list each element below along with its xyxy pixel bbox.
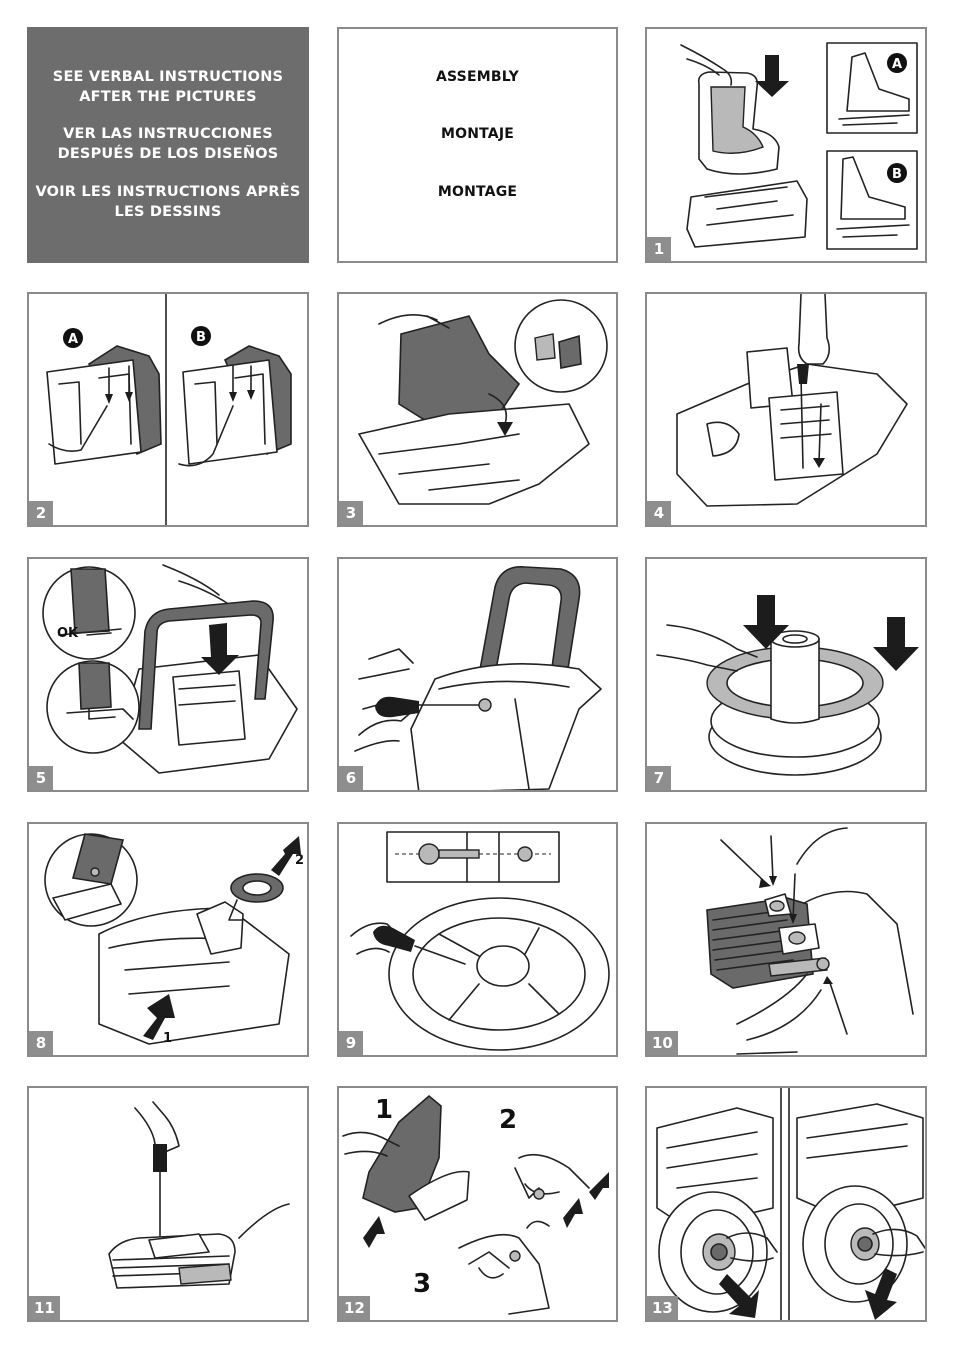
step-7-illustration xyxy=(656,595,919,776)
step2-label-b: B xyxy=(196,330,206,345)
down-arrow-icon xyxy=(873,617,919,671)
step-1-panel: A B 1 xyxy=(645,27,927,263)
step8-label-two: 2 xyxy=(295,853,304,868)
step-12-illustration: 1 2 3 xyxy=(342,1094,609,1315)
intro-spanish-line1: VER LAS INSTRUCCIONES xyxy=(63,126,273,142)
screwdriver-icon xyxy=(373,925,415,952)
step12-label-two: 2 xyxy=(499,1105,517,1135)
step5-label-ok: OK xyxy=(57,626,79,641)
step-3-illustration xyxy=(358,299,608,505)
screwdriver-icon xyxy=(153,1144,167,1172)
step-number-7: 7 xyxy=(647,766,671,790)
step-8-panel: 2 1 8 xyxy=(27,822,309,1057)
step-number-1: 1 xyxy=(647,237,671,261)
step-number-11: 11 xyxy=(29,1296,60,1320)
verbal-instructions-panel: SEE VERBAL INSTRUCTIONS AFTER THE PICTUR… xyxy=(27,27,309,263)
step-11-illustration xyxy=(108,1101,290,1289)
step-number-3: 3 xyxy=(339,501,363,525)
title-montage: MONTAGE xyxy=(437,184,518,200)
down-arrow-icon xyxy=(743,595,789,649)
step-8-illustration: 2 1 xyxy=(44,833,304,1046)
step-number-13: 13 xyxy=(647,1296,678,1320)
step-5-illustration: OK xyxy=(42,564,298,774)
assembly-title-panel: ASSEMBLY MONTAJE MONTAGE xyxy=(337,27,618,263)
step-6-illustration xyxy=(354,566,602,790)
step-7-panel: 7 xyxy=(645,557,927,792)
step-4-panel: 4 xyxy=(645,292,927,527)
title-montaje: MONTAJE xyxy=(440,126,515,142)
step-number-12: 12 xyxy=(339,1296,370,1320)
intro-spanish-line2: DESPUÉS DE LOS DISEÑOS xyxy=(57,146,279,162)
step-3-panel: 3 xyxy=(337,292,618,527)
step-number-6: 6 xyxy=(339,766,363,790)
step-6-panel: 6 xyxy=(337,557,618,792)
step-2-illustration: A B xyxy=(46,294,292,525)
step-13-illustration xyxy=(656,1088,925,1320)
step-12-panel: 1 2 3 12 xyxy=(337,1086,618,1322)
step-number-10: 10 xyxy=(647,1031,678,1055)
step-5-panel: OK 5 xyxy=(27,557,309,792)
step1-label-a: A xyxy=(892,57,902,72)
step1-label-b: B xyxy=(892,167,902,182)
step-number-9: 9 xyxy=(339,1031,363,1055)
step-2-panel: A B 2 xyxy=(27,292,309,527)
down-arrow-icon xyxy=(201,623,239,675)
step8-label-one: 1 xyxy=(163,1031,172,1046)
intro-french-line1: VOIR LES INSTRUCTIONS APRÈS xyxy=(35,184,301,200)
step-number-4: 4 xyxy=(647,501,671,525)
step-9-illustration xyxy=(350,831,610,1051)
step-11-panel: 11 xyxy=(27,1086,309,1322)
step12-label-three: 3 xyxy=(413,1269,431,1299)
step-4-illustration xyxy=(676,294,908,507)
step-9-panel: 9 xyxy=(337,822,618,1057)
step-10-panel: 10 xyxy=(645,822,927,1057)
intro-english-line1: SEE VERBAL INSTRUCTIONS xyxy=(52,69,284,85)
step-number-5: 5 xyxy=(29,766,53,790)
step12-label-one: 1 xyxy=(375,1095,393,1125)
down-arrow-icon xyxy=(755,55,789,97)
step-number-8: 8 xyxy=(29,1031,53,1055)
step-1-illustration: A B xyxy=(680,42,918,250)
intro-english-line2: AFTER THE PICTURES xyxy=(79,89,257,105)
step-13-panel: 13 xyxy=(645,1086,927,1322)
step2-label-a: A xyxy=(68,332,78,347)
title-assembly: ASSEMBLY xyxy=(435,69,520,85)
screwdriver-icon xyxy=(375,696,419,718)
intro-french-line2: LES DESSINS xyxy=(114,204,222,220)
step-number-2: 2 xyxy=(29,501,53,525)
step-10-illustration xyxy=(706,827,914,1055)
